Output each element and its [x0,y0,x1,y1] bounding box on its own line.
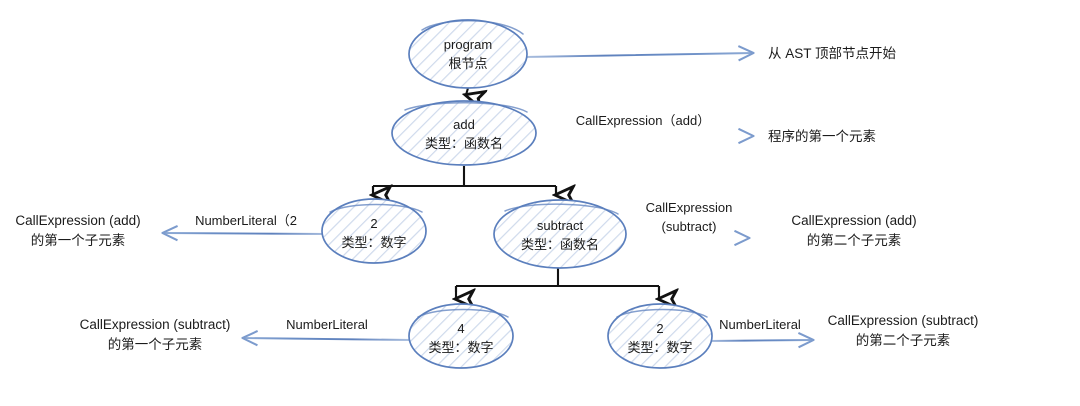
annotation-program-line1: 从 AST 顶部节点开始 [768,46,897,61]
node-two-b-ellipse [607,303,713,369]
node-add-label-line1: add [453,117,475,132]
node-subtract[interactable]: subtract 类型：函数名 [493,199,627,269]
node-subtract-label-line2: 类型：函数名 [521,237,599,252]
edge-label-subtract-line2: (subtract) [662,219,717,234]
annotation-texts: 从 AST 顶部节点开始 程序的第一个元素 CallExpression (ad… [15,46,978,352]
node-two-b-sketch-stroke [616,308,708,318]
node-subtract-sketch-stroke [504,203,619,215]
node-program-ellipse [408,19,528,89]
annotation-subtract-line1: CallExpression (add) [791,213,916,228]
node-subtract-ellipse [493,199,627,269]
node-four-sketch-stroke [417,308,509,318]
node-two-a[interactable]: 2 类型：数字 [321,198,427,264]
node-add[interactable]: add 类型：函数名 [391,100,537,166]
tree-edge-program-to-add [466,87,468,95]
node-add-ellipse [391,100,537,166]
annotation-arrow-program [523,53,753,57]
annotation-subtract-line2: 的第二个子元素 [807,232,902,248]
node-two-b[interactable]: 2 类型：数字 [607,303,713,369]
node-program-label-line2: 根节点 [448,56,487,71]
node-program-label-line1: program [444,37,492,52]
edge-label-add: CallExpression（add） [576,113,710,128]
tree-edge-subtract-to-children [454,268,661,292]
annotation-arrow-two-b [707,340,813,341]
tree-connectors [371,87,661,299]
edge-label-two-a: NumberLiteral（2 [195,213,297,228]
node-two-a-ellipse [321,198,427,264]
edge-label-four: NumberLiteral [286,317,368,332]
node-two-a-sketch-stroke [329,203,423,213]
annotation-four-line2: 的第一个子元素 [108,336,203,352]
node-four-label-line1: 4 [457,321,464,336]
node-subtract-label-line1: subtract [537,218,584,233]
annotation-two-b-line1: CallExpression (subtract) [828,313,979,328]
node-four-ellipse [408,303,514,369]
node-four[interactable]: 4 类型：数字 [408,303,514,369]
annotation-four-line1: CallExpression (subtract) [80,317,231,332]
annotation-add-line1: 程序的第一个元素 [768,128,876,144]
annotation-arrow-two-a [163,233,331,234]
annotation-arrows [163,53,813,341]
node-four-label-line2: 类型：数字 [428,340,493,355]
tree-edge-add-to-children [371,166,558,192]
edge-label-subtract-line1: CallExpression [646,200,733,215]
annotation-arrow-four [243,338,413,340]
annotation-two-a-line1: CallExpression (add) [15,213,140,228]
node-program[interactable]: program 根节点 [408,19,528,89]
edge-label-two-b: NumberLiteral [719,317,801,332]
node-add-sketch-stroke [404,102,528,113]
node-program-sketch-stroke [421,20,524,35]
node-add-label-line2: 类型：函数名 [425,136,503,151]
node-two-a-label-line1: 2 [370,216,377,231]
node-two-b-label-line2: 类型：数字 [627,340,692,355]
node-two-a-label-line2: 类型：数字 [341,235,406,250]
annotation-two-b-line2: 的第二个子元素 [856,332,951,348]
annotation-two-a-line2: 的第一个子元素 [31,232,126,248]
node-two-b-label-line1: 2 [656,321,663,336]
edge-labels: CallExpression（add） NumberLiteral（2 Call… [195,113,801,332]
